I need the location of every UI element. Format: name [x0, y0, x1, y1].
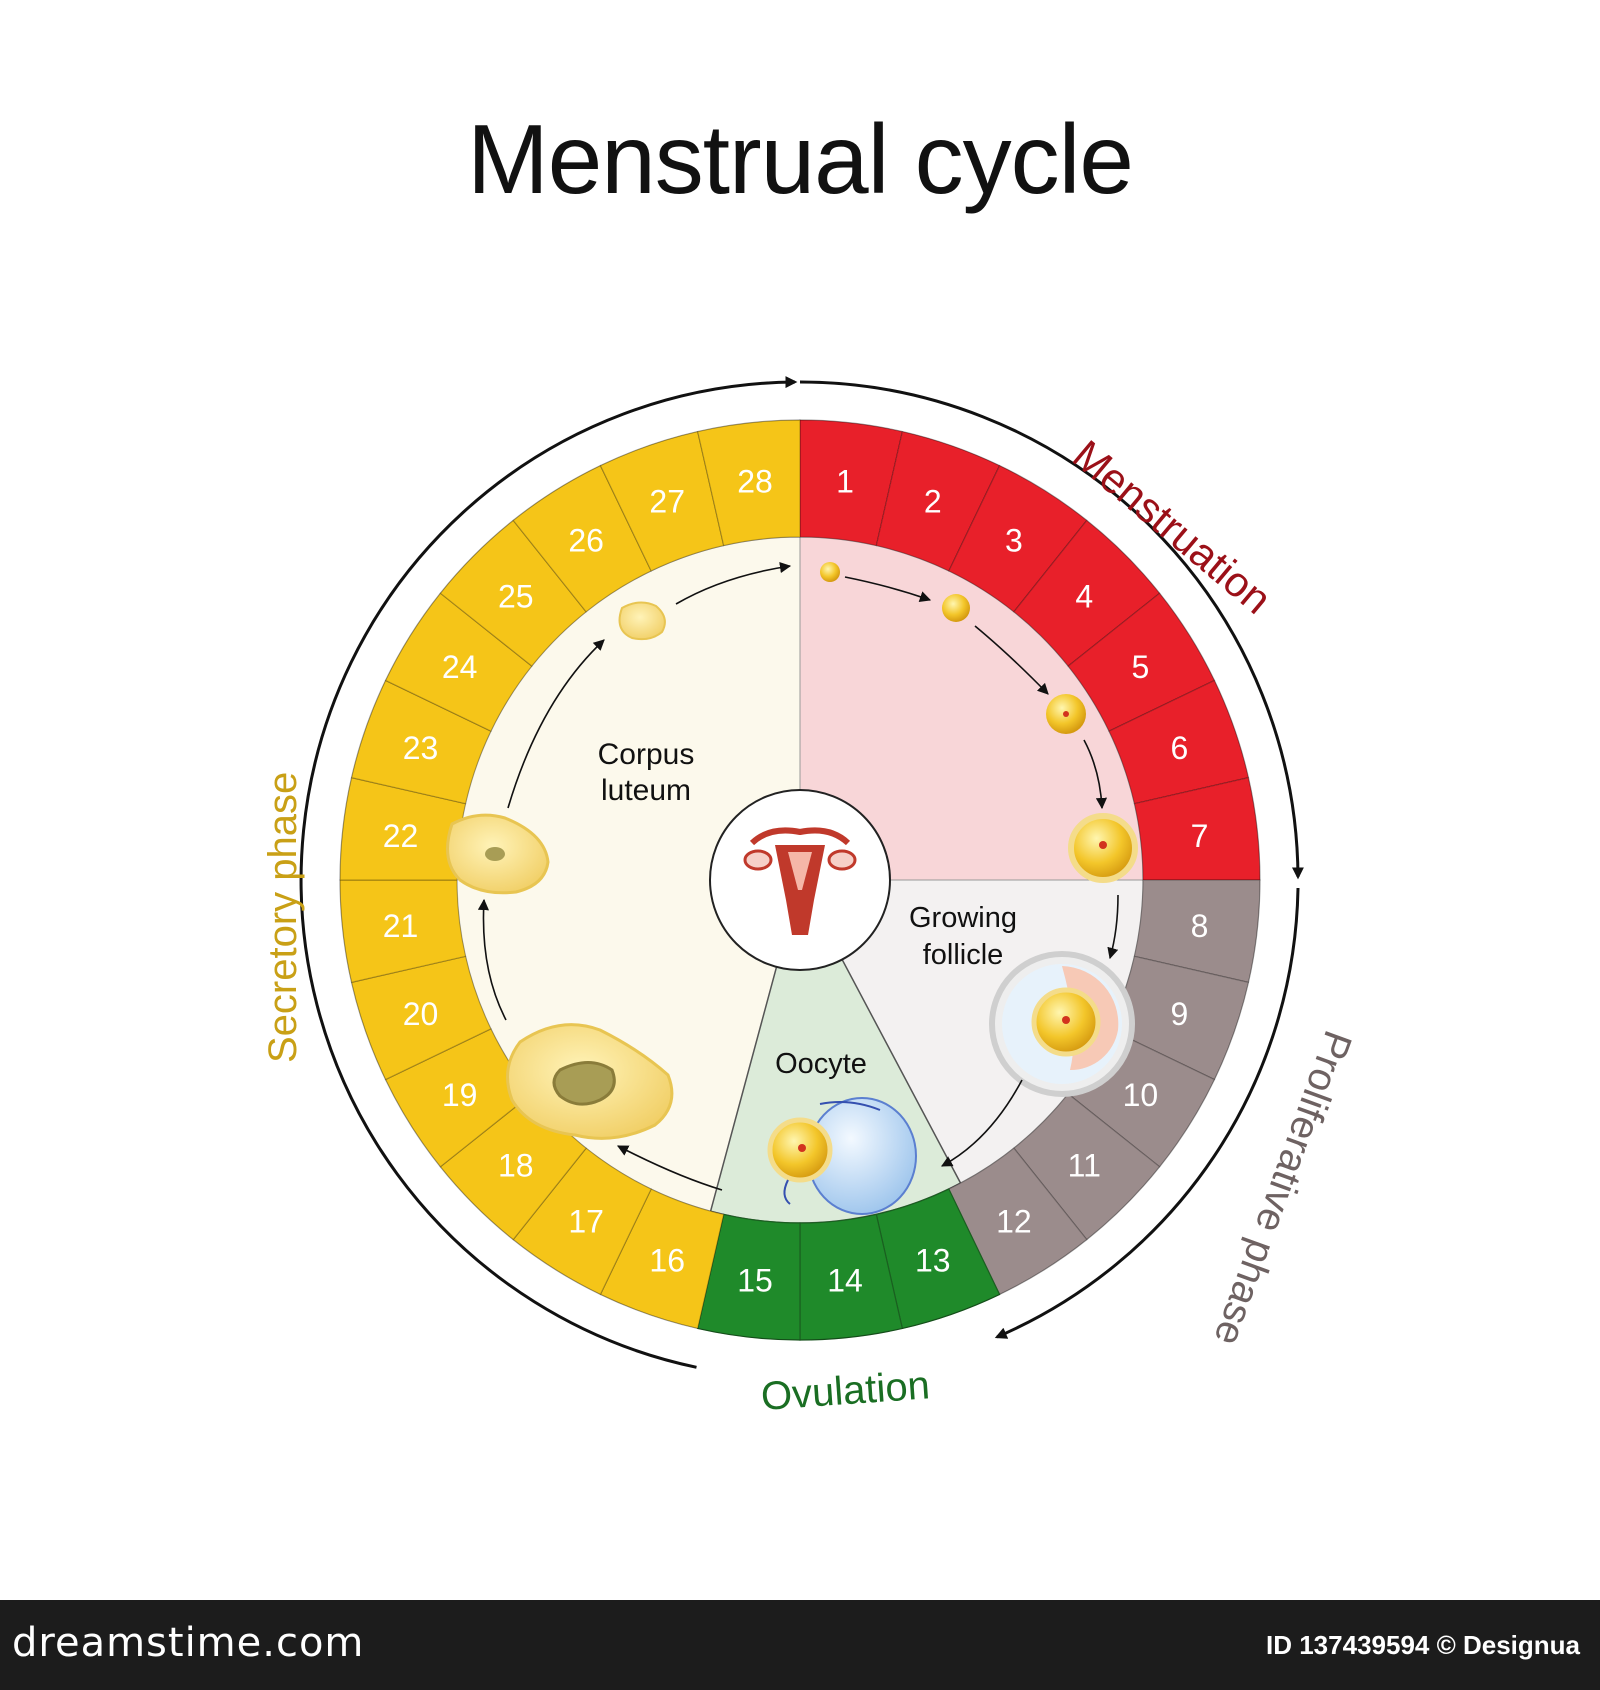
follicle-2 — [942, 594, 970, 622]
ovulation-label: Ovulation — [760, 1363, 932, 1419]
footer-bar: dreamstime.com ID 137439594 © Designua — [0, 1600, 1600, 1690]
day-label-24: 24 — [442, 649, 478, 685]
cycle-diagram: 1234567891011121314151617181920212223242… — [0, 0, 1600, 1600]
day-label-26: 26 — [568, 523, 604, 559]
day-label-18: 18 — [498, 1147, 534, 1183]
day-label-10: 10 — [1123, 1077, 1159, 1113]
growing-follicle-label-2: follicle — [923, 939, 1004, 971]
day-label-1: 1 — [836, 464, 854, 500]
uterus-center — [710, 790, 890, 970]
day-label-8: 8 — [1191, 908, 1209, 944]
day-label-23: 23 — [403, 730, 439, 766]
luteum-small — [620, 602, 665, 639]
day-label-22: 22 — [383, 818, 419, 854]
day-label-6: 6 — [1171, 730, 1189, 766]
day-label-2: 2 — [924, 484, 942, 520]
day-label-19: 19 — [442, 1077, 478, 1113]
day-label-11: 11 — [1068, 1147, 1101, 1183]
footer-brand: dreamstime.com — [12, 1620, 364, 1666]
footer-id: ID 137439594 © Designua — [1266, 1630, 1580, 1661]
proliferative-label: Proliferative phase — [1205, 1025, 1360, 1351]
day-label-3: 3 — [1005, 523, 1023, 559]
day-label-12: 12 — [996, 1203, 1032, 1239]
day-label-16: 16 — [649, 1242, 685, 1278]
day-label-13: 13 — [915, 1242, 951, 1278]
day-label-15: 15 — [737, 1262, 773, 1298]
corpus-luteum-label-1: Corpus — [598, 738, 695, 771]
day-label-7: 7 — [1191, 818, 1209, 854]
day-label-20: 20 — [403, 996, 439, 1032]
growing-follicle-image — [992, 954, 1132, 1094]
day-label-5: 5 — [1131, 649, 1149, 685]
day-label-4: 4 — [1075, 579, 1093, 615]
corpus-luteum-label-2: luteum — [601, 774, 691, 807]
growing-follicle-label-1: Growing — [909, 902, 1017, 934]
follicle-1 — [820, 562, 840, 582]
day-label-14: 14 — [827, 1262, 863, 1298]
day-label-9: 9 — [1171, 996, 1189, 1032]
day-label-28: 28 — [737, 464, 773, 500]
oocyte-label: Oocyte — [775, 1048, 867, 1080]
day-label-17: 17 — [568, 1203, 604, 1239]
secretory-label: Secretory phase — [261, 772, 305, 1063]
day-label-27: 27 — [649, 484, 685, 520]
day-label-25: 25 — [498, 579, 534, 615]
day-label-21: 21 — [383, 908, 419, 944]
